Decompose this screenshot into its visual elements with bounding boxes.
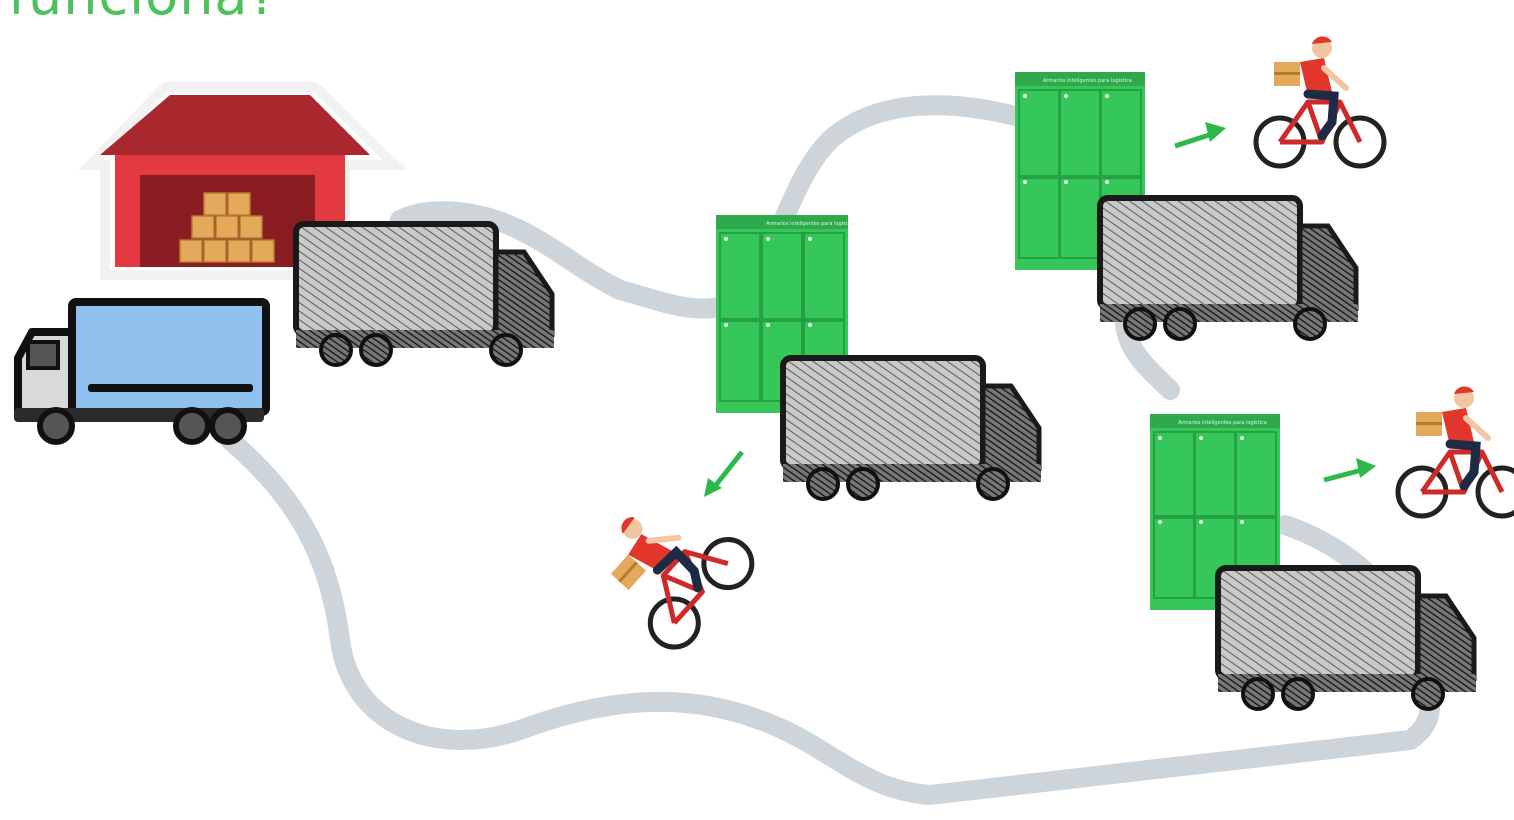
locker-header: Armarios inteligentes para logística — [1043, 77, 1132, 84]
truck-stripe — [88, 384, 253, 392]
warehouse-roof — [100, 95, 370, 155]
truck-wheels — [37, 407, 247, 445]
locker-header: Armarios inteligentes para logística — [1178, 419, 1267, 426]
delivery-cyclist-icon — [1398, 386, 1514, 516]
delivery-truck-icon — [14, 298, 270, 445]
delivery-cyclist-icon — [580, 475, 762, 657]
page-title: funciona? — [8, 0, 278, 28]
locker-header: Armarios inteligentes para logística — [766, 220, 855, 227]
arrow-icon — [1323, 458, 1376, 483]
truck-window — [26, 340, 60, 370]
arrow-icon — [704, 450, 744, 497]
warehouse-icon — [78, 82, 408, 280]
box-stack — [179, 192, 275, 263]
delivery-cyclist-icon — [1256, 36, 1384, 166]
arrow-icon — [1174, 122, 1226, 149]
